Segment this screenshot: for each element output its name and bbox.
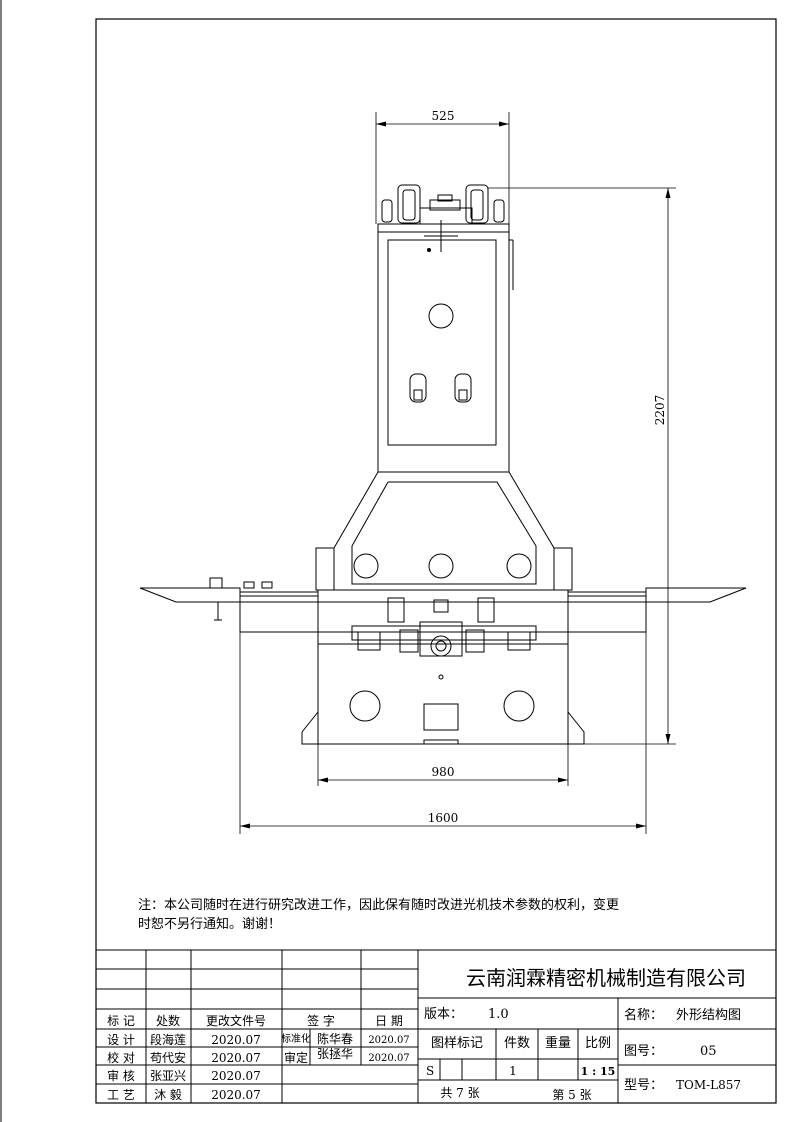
row-name: 苟代安 [150, 1050, 186, 1065]
name-value: 外形结构图 [676, 1008, 741, 1023]
dimension-lines [239, 112, 676, 834]
standard-name: 陈华春 [317, 1031, 353, 1046]
header-count: 处数 [156, 1013, 180, 1028]
revision-note: 注：本公司随时在进行研究改进工作，因此保有随时改进光机技术参数的权利，变更 时恕… [138, 896, 738, 934]
row-date: 2020.07 [211, 1069, 261, 1083]
row-name: 张亚兴 [150, 1069, 186, 1083]
title-block-grid [96, 949, 776, 1103]
standard-date: 2020.07 [368, 1035, 409, 1046]
approve-name: 张拯华 [317, 1047, 353, 1061]
dim-height: 2207 [653, 395, 667, 426]
dim-base-width: 980 [432, 765, 455, 779]
mark-header: 图样标记 [431, 1036, 483, 1051]
scale-header: 比例 [585, 1036, 611, 1051]
row-date: 2020.07 [211, 1088, 261, 1102]
qty-header: 件数 [504, 1036, 530, 1051]
drawing-frame [95, 18, 777, 1104]
header-doc: 更改文件号 [206, 1013, 266, 1028]
standard-label: 标准化 [281, 1032, 311, 1045]
approve-date: 2020.07 [368, 1053, 409, 1064]
total-sheets: 共 7 张 [440, 1086, 479, 1100]
mark-value: S [426, 1064, 434, 1078]
weight-header: 重量 [545, 1035, 571, 1051]
row-name: 沐 毅 [154, 1087, 182, 1102]
row-role: 设 计 [107, 1033, 135, 1047]
dim-top-width: 525 [432, 109, 455, 123]
company-name: 云南润霖精密机械制造有限公司 [466, 966, 746, 990]
row-role: 校 对 [107, 1050, 135, 1065]
drawing-no-value: 05 [700, 1044, 717, 1059]
header-sign: 签 字 [307, 1013, 335, 1028]
model-label: 型号： [624, 1078, 663, 1093]
dimension-arrows [240, 121, 671, 829]
approve-label: 审定 [284, 1050, 308, 1065]
qty-value: 1 [509, 1064, 517, 1078]
machine-outline [139, 184, 747, 745]
scale-value: 1 : 15 [581, 1065, 616, 1078]
row-date: 2020.07 [211, 1033, 261, 1047]
sheet-number: 第 5 张 [552, 1088, 591, 1102]
header-mark: 标 记 [107, 1014, 135, 1028]
dim-overall-width: 1600 [428, 811, 459, 825]
note-line-1: 注：本公司随时在进行研究改进工作，因此保有随时改进光机技术参数的权利，变更 [138, 898, 620, 913]
header-date: 日 期 [375, 1014, 403, 1028]
version-label: 版本： [424, 1007, 463, 1022]
version-value: 1.0 [488, 1007, 509, 1022]
drawing-no-label: 图号： [624, 1044, 663, 1059]
row-name: 段海莲 [150, 1032, 186, 1047]
note-line-2: 时恕不另行通知。谢谢！ [138, 917, 282, 932]
row-date: 2020.07 [211, 1051, 261, 1065]
row-role: 审 核 [107, 1068, 135, 1083]
model-value: TOM-L857 [676, 1078, 741, 1092]
name-label: 名称： [624, 1007, 663, 1023]
row-role: 工 艺 [107, 1088, 135, 1102]
